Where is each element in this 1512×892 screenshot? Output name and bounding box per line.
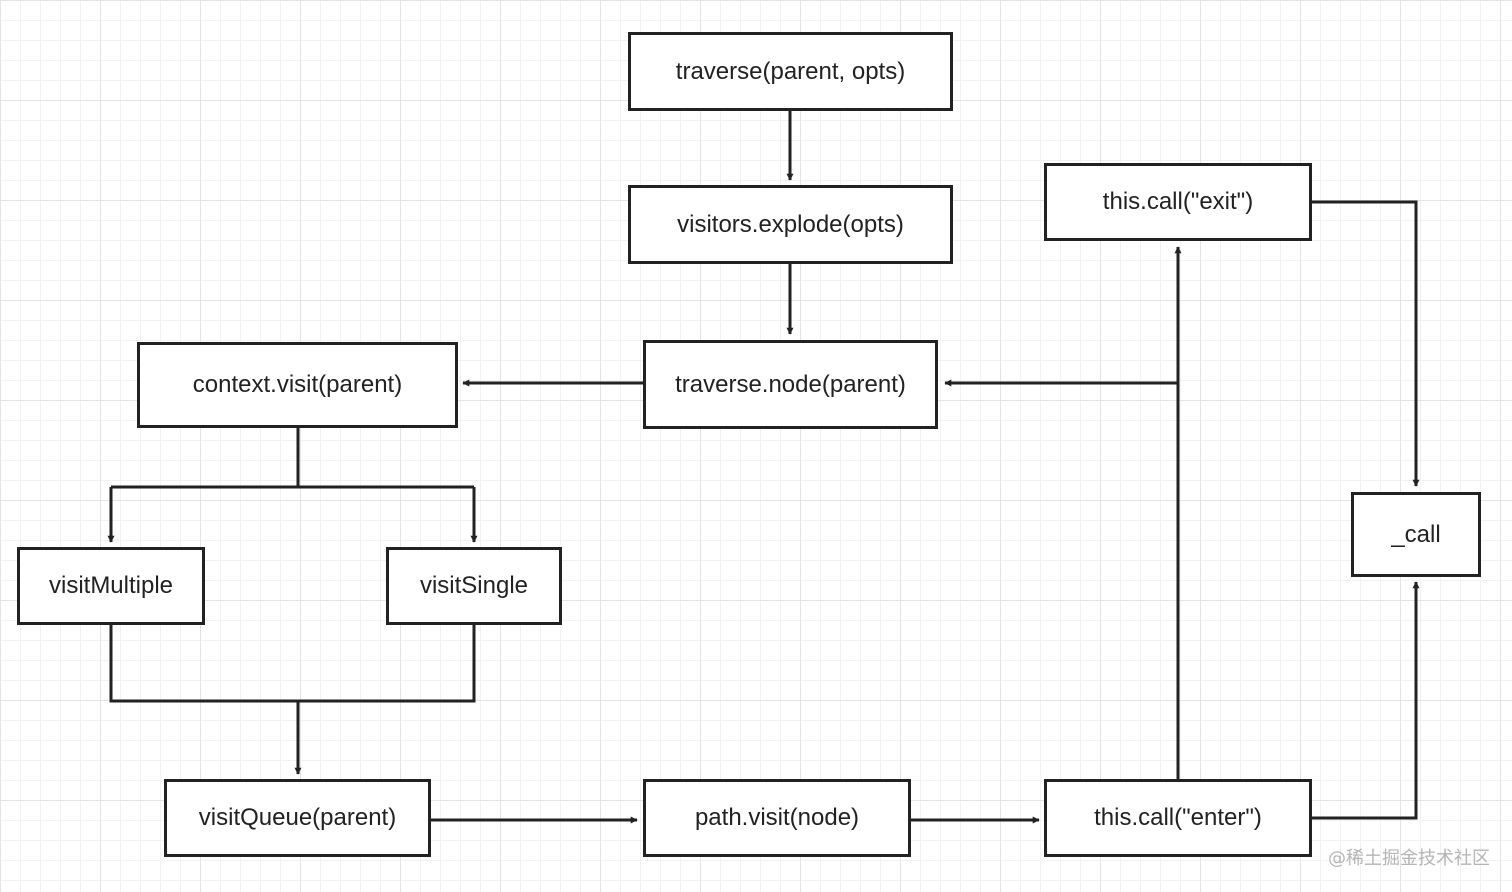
node-this-call-exit: this.call("exit") <box>1044 163 1312 241</box>
node-visit-queue-label: visitQueue(parent) <box>198 804 397 831</box>
node-context-visit-label: context.visit(parent) <box>192 371 403 398</box>
node-visit-single: visitSingle <box>386 547 562 625</box>
node-context-visit: context.visit(parent) <box>137 342 458 428</box>
node-this-call-enter: this.call("enter") <box>1044 779 1312 857</box>
node-this-call-enter-label: this.call("enter") <box>1094 804 1262 831</box>
node-underscore-call: _call <box>1351 492 1481 577</box>
node-visit-multiple-label: visitMultiple <box>48 572 174 599</box>
node-this-call-exit-label: this.call("exit") <box>1102 188 1254 215</box>
node-visit-single-label: visitSingle <box>419 572 529 599</box>
node-traverse: traverse(parent, opts) <box>628 32 953 111</box>
edge-call-exit-to-underscore-call <box>1311 200 1420 487</box>
edge-context-visit-split <box>111 427 474 489</box>
node-traverse-node-label: traverse.node(parent) <box>675 370 906 398</box>
node-visit-multiple: visitMultiple <box>17 547 205 625</box>
edge-call-enter-to-underscore-call <box>1311 581 1420 820</box>
watermark: @稀土掘金技术社区 <box>1328 848 1490 869</box>
node-underscore-call-label: _call <box>1391 520 1441 548</box>
node-traverse-label: traverse(parent, opts) <box>675 57 906 85</box>
node-visitors-explode-label: visitors.explode(opts) <box>677 210 904 238</box>
node-visitors-explode: visitors.explode(opts) <box>628 185 953 264</box>
node-path-visit: path.visit(node) <box>643 779 911 857</box>
node-traverse-node: traverse.node(parent) <box>643 340 938 429</box>
node-path-visit-label: path.visit(node) <box>694 804 860 831</box>
node-visit-queue: visitQueue(parent) <box>164 779 431 857</box>
edge-merge-to-visit-queue <box>109 624 476 774</box>
